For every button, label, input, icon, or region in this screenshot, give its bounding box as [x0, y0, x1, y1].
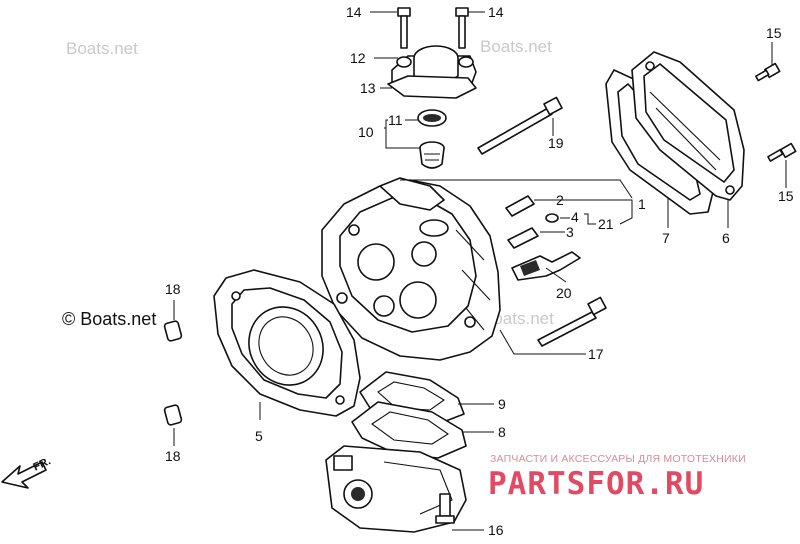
shop-tagline: ЗАПЧАСТИ И АКСЕССУАРЫ ДЛЯ МОТОТЕХНИКИ [490, 453, 746, 465]
oring-4-part[interactable] [545, 213, 559, 223]
callout-14-left: 14 [346, 4, 362, 20]
callout-10: 10 [358, 124, 374, 140]
thermostat-part[interactable] [419, 141, 445, 169]
leader-lines [173, 11, 787, 531]
dowel-18-top-part[interactable] [163, 320, 183, 342]
callout-3: 3 [566, 224, 574, 240]
valve-cover-part[interactable] [631, 51, 745, 201]
callout-17: 17 [588, 346, 604, 362]
watermark-top-right: Boats.net [480, 37, 552, 56]
exhaust-manifold-part[interactable] [325, 445, 467, 533]
bolt-14-left-part[interactable] [397, 7, 411, 49]
manifold-gasket-8-part[interactable] [351, 401, 467, 459]
head-gasket-part[interactable] [213, 269, 361, 417]
callout-14-right: 14 [488, 4, 504, 20]
callout-2: 2 [556, 192, 564, 208]
callout-18-bottom: 18 [165, 448, 181, 464]
callout-6: 6 [722, 230, 730, 246]
cylinder-head-part[interactable] [321, 177, 501, 361]
callout-9: 9 [498, 396, 506, 412]
thermostat-seal-part[interactable] [417, 109, 447, 127]
callout-8: 8 [498, 424, 506, 440]
dowel-18-bottom-part[interactable] [163, 404, 183, 426]
watermark-center: Boats.net [482, 309, 554, 328]
bolt-15-bottom-part[interactable] [767, 142, 797, 162]
callout-labels: 14 14 12 13 10 11 19 15 15 1 2 4 21 3 7 … [165, 4, 794, 538]
bolt-19-part[interactable] [477, 96, 563, 155]
callout-11: 11 [388, 112, 403, 128]
arrow-icon [1, 461, 47, 489]
bolt-17-part[interactable] [537, 296, 607, 347]
callout-1: 1 [638, 196, 646, 212]
dowel-pin-2-part[interactable] [505, 195, 535, 217]
front-direction-arrow: FR. [1, 455, 53, 489]
bolt-14-right-part[interactable] [455, 7, 469, 49]
spark-plug-part[interactable] [511, 251, 581, 281]
bolt-16-part[interactable] [435, 493, 455, 524]
callout-13: 13 [360, 80, 376, 96]
shop-logo: PARTSFOR.RU [488, 466, 704, 502]
callout-7: 7 [662, 230, 670, 246]
bolt-15-top-part[interactable] [755, 62, 781, 82]
callout-12: 12 [350, 50, 366, 66]
shop-branding: ЗАПЧАСТИ И АКСЕССУАРЫ ДЛЯ МОТОТЕХНИКИ PA… [488, 453, 746, 502]
callout-16: 16 [488, 522, 504, 538]
watermark-copyright: © Boats.net [62, 309, 156, 329]
callout-20: 20 [556, 285, 572, 301]
callout-21: 21 [598, 216, 614, 232]
watermark-top: Boats.net [66, 39, 138, 58]
callout-5: 5 [255, 428, 263, 444]
callout-18-top: 18 [165, 281, 181, 297]
callout-4: 4 [571, 209, 579, 225]
callout-19: 19 [548, 135, 564, 151]
callout-15-bottom: 15 [778, 188, 794, 204]
callout-15-top: 15 [766, 25, 782, 41]
dowel-pin-3-part[interactable] [507, 227, 539, 249]
direction-label: FR. [31, 455, 52, 473]
thermostat-gasket-part[interactable] [387, 75, 477, 99]
